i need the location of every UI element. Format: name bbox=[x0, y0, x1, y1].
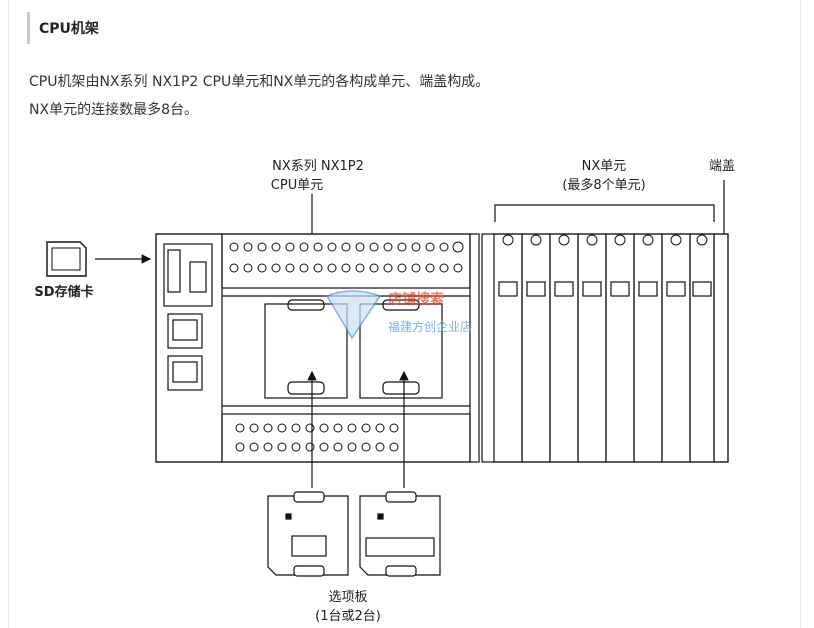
option-board-label-2: (1台或2台) bbox=[315, 609, 381, 624]
paragraph-2: NX单元的连接数最多8台。 bbox=[29, 102, 198, 118]
paragraph-1: CPU机架由NX系列 NX1P2 CPU单元和NX单元的各构成单元、端盖构成。 bbox=[29, 74, 490, 90]
cpu-unit-label-2: CPU单元 bbox=[271, 178, 323, 193]
nx-units-bracket bbox=[494, 204, 715, 222]
option-board-1 bbox=[267, 491, 349, 577]
page-border-right bbox=[800, 0, 801, 628]
nx-unit-label-2: (最多8个单元) bbox=[562, 177, 645, 193]
page-border-left bbox=[8, 0, 9, 628]
end-cover-label: 端盖 bbox=[709, 159, 735, 174]
nx-units bbox=[481, 233, 729, 463]
nx-unit-label-1: NX单元 bbox=[582, 159, 627, 174]
sd-card bbox=[46, 241, 87, 277]
cpu-top-terminals bbox=[229, 241, 464, 273]
cpu-unit bbox=[155, 233, 480, 463]
watermark-text-1: 店铺搜索 bbox=[388, 291, 444, 308]
store-watermark: 店铺搜索 福建方创企业店 bbox=[325, 290, 472, 340]
nx-unit-tops bbox=[502, 234, 708, 246]
cpu-unit-label-1: NX系列 NX1P2 bbox=[272, 159, 364, 174]
section-heading: CPU机架 bbox=[27, 12, 427, 44]
cpu-bottom-terminals bbox=[235, 423, 399, 452]
option-board-2 bbox=[359, 491, 441, 577]
option-board-label-1: 选项板 bbox=[328, 590, 367, 605]
watermark-text-2: 福建方创企业店 bbox=[388, 319, 472, 334]
sd-card-label: SD存储卡 bbox=[34, 284, 93, 300]
section-heading-text: CPU机架 bbox=[39, 21, 99, 37]
